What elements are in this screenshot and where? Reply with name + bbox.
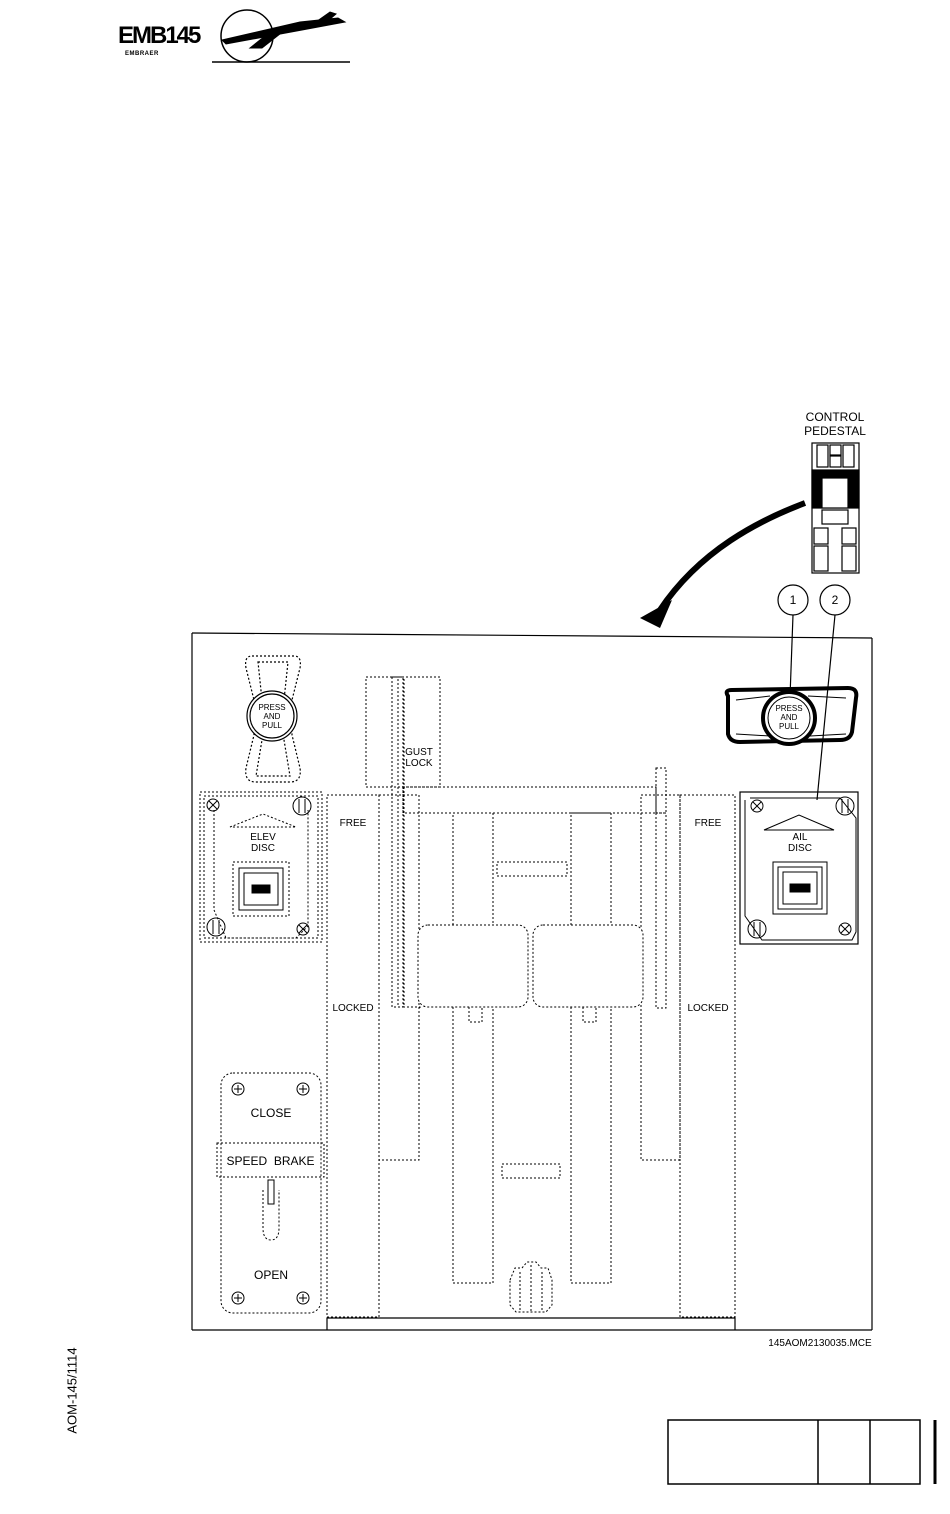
ail-disc-line1: AIL — [775, 832, 825, 843]
right-free-label: FREE — [688, 818, 728, 829]
right-locked-label: LOCKED — [685, 1003, 731, 1014]
center-lever-tracks — [327, 677, 735, 1317]
left-press-line3: PULL — [252, 721, 292, 730]
locator-arrow-icon — [640, 503, 805, 628]
side-code: AOM-145/1114 — [65, 1311, 80, 1471]
left-press-pull-label: PRESS AND PULL — [252, 703, 292, 730]
locator-title-line2: PEDESTAL — [795, 424, 875, 438]
elev-disc-line2: DISC — [238, 843, 288, 854]
left-free-label: FREE — [333, 818, 373, 829]
callout-2: 2 — [825, 593, 845, 607]
ail-disc-panel — [740, 792, 858, 944]
left-press-line1: PRESS — [252, 703, 292, 712]
footer-table — [668, 1420, 935, 1484]
logo-aircraft-icon — [212, 10, 350, 62]
knob-icon — [510, 1262, 552, 1312]
right-press-line1: PRESS — [769, 704, 809, 713]
locator-pedestal-icon — [812, 443, 859, 573]
speed-brake-label: SPEED BRAKE — [219, 1154, 322, 1168]
speed-brake-close: CLOSE — [231, 1106, 311, 1120]
speed-brake-open: OPEN — [231, 1268, 311, 1282]
ail-disc-line2: DISC — [775, 843, 825, 854]
elev-disc-panel — [200, 792, 322, 942]
gust-lock-label: GUST LOCK — [402, 747, 436, 769]
gust-lock-line2: LOCK — [402, 758, 436, 769]
logo-model: EMB145 — [118, 22, 199, 50]
thrust-lever-handles — [418, 925, 643, 1007]
locator-title-line1: CONTROL — [795, 410, 875, 424]
logo-brand: EMBRAER — [125, 51, 159, 57]
callout-1: 1 — [783, 593, 803, 607]
left-locked-label: LOCKED — [330, 1003, 376, 1014]
right-press-pull-label: PRESS AND PULL — [769, 704, 809, 731]
elev-disc-label: ELEV DISC — [238, 832, 288, 854]
right-press-line3: PULL — [769, 722, 809, 731]
left-press-line2: AND — [252, 712, 292, 721]
locator-title: CONTROL PEDESTAL — [795, 410, 875, 438]
ail-disc-label: AIL DISC — [775, 832, 825, 854]
elev-disc-line1: ELEV — [238, 832, 288, 843]
gust-lock-line1: GUST — [402, 747, 436, 758]
right-press-line2: AND — [769, 713, 809, 722]
figure-code: 145AOM2130035.MCE — [760, 1338, 880, 1349]
